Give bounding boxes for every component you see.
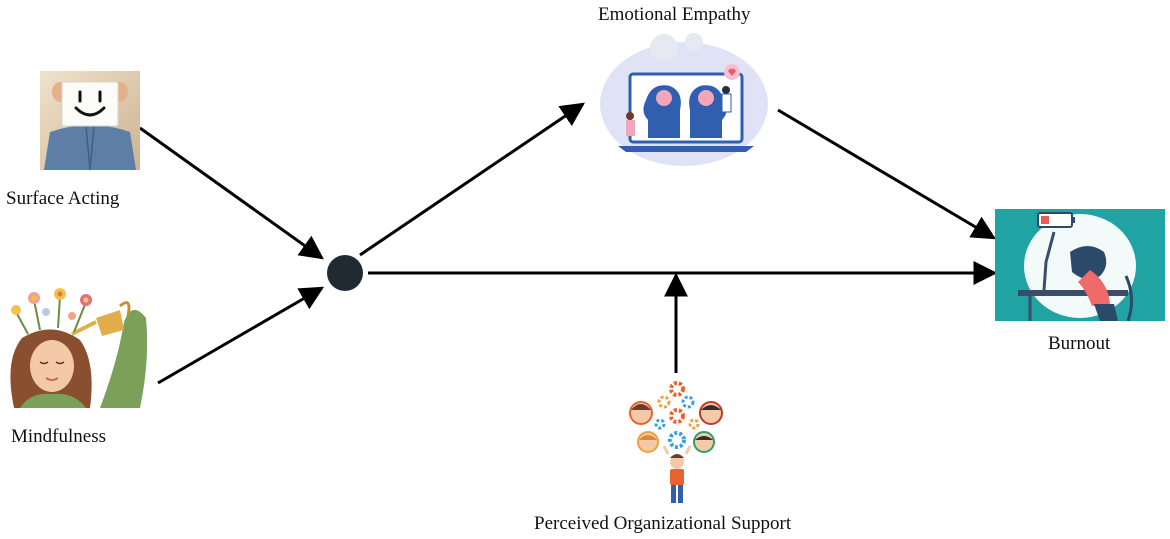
organizational-support-label: Perceived Organizational Support: [534, 513, 792, 534]
emotional-empathy-label: Emotional Empathy: [598, 4, 751, 25]
arrow-junction-to-empathy: [359, 102, 585, 257]
organizational-support-picture: [629, 381, 723, 503]
mindfulness-picture: [10, 288, 148, 408]
burnout-picture: [995, 209, 1165, 322]
interaction-junction-node: [327, 255, 363, 291]
arrow-mindfulness-to-junction: [157, 286, 325, 385]
burnout-label: Burnout: [1048, 333, 1111, 354]
emotional-empathy-picture: [600, 33, 768, 166]
surface-acting-label: Surface Acting: [6, 188, 120, 209]
surface-acting-picture: [40, 71, 140, 171]
mindfulness-label: Mindfulness: [11, 426, 106, 447]
arrow-surface-acting-to-junction: [139, 126, 324, 260]
arrows: [139, 102, 998, 385]
arrow-empathy-to-burnout: [777, 108, 997, 240]
